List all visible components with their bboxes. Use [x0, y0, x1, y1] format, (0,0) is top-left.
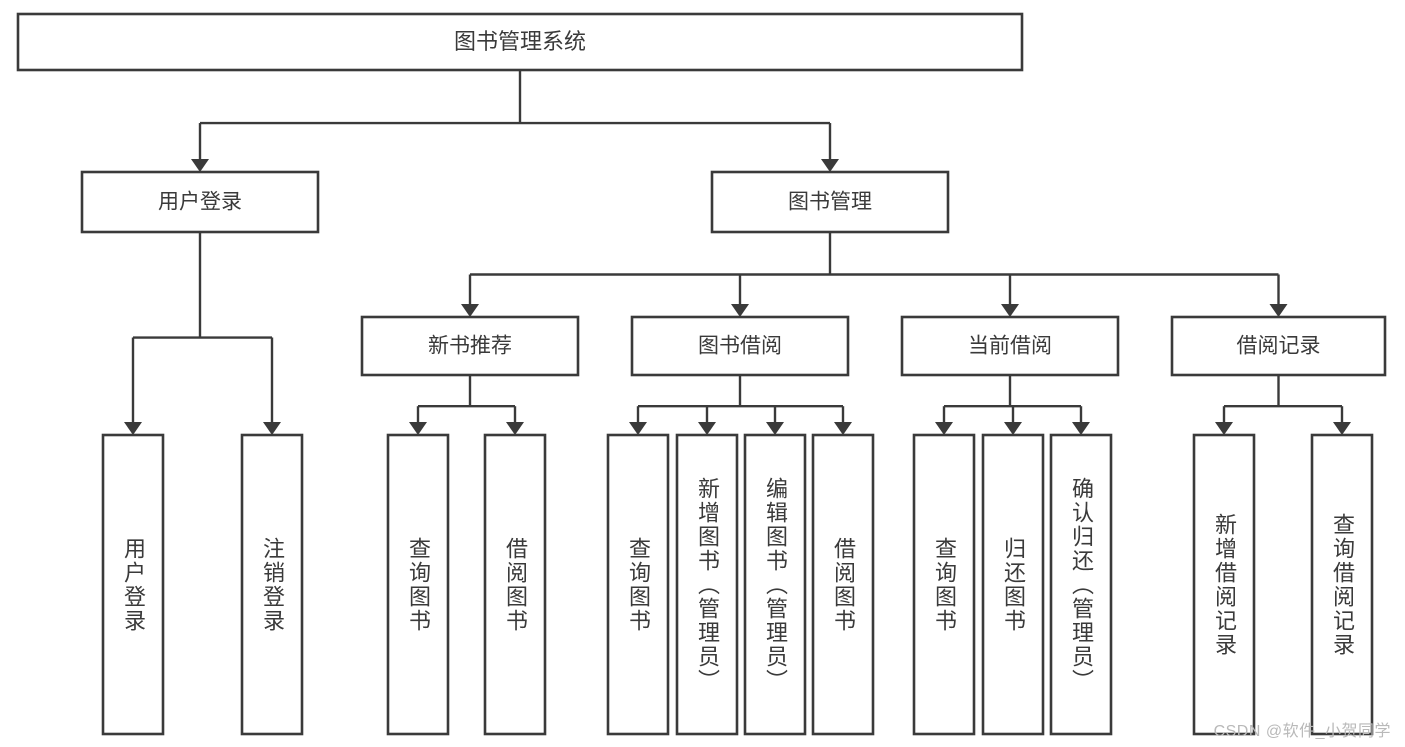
arrow-head-icon [731, 304, 749, 317]
arrow-head-icon [935, 422, 953, 435]
node-leaf-edit-book [743, 433, 807, 736]
node-borrow-record [1170, 315, 1387, 377]
node-root [16, 12, 1024, 72]
csdn-watermark: CSDN @软件_小贺同学 [1213, 723, 1391, 740]
node-leaf-user-login [101, 433, 165, 736]
node-user-login [80, 170, 320, 234]
node-book-manage [710, 170, 950, 234]
node-book-manage-label: 图书管理 [788, 191, 872, 214]
node-book-borrow-label: 图书借阅 [698, 335, 782, 358]
arrow-head-icon [766, 422, 784, 435]
arrow-head-icon [1072, 422, 1090, 435]
arrow-head-icon [1333, 422, 1351, 435]
arrow-head-icon [1001, 304, 1019, 317]
node-new-book-rec-label: 新书推荐 [428, 335, 512, 358]
arrow-head-icon [821, 159, 839, 172]
node-leaf-query-book-rec [386, 433, 450, 736]
arrow-head-icon [263, 422, 281, 435]
arrow-head-icon [629, 422, 647, 435]
node-leaf-confirm-return [1049, 433, 1113, 736]
arrow-head-icon [834, 422, 852, 435]
node-borrow-record-label: 借阅记录 [1237, 335, 1321, 358]
node-new-book-rec [360, 315, 580, 377]
arrow-head-icon [1269, 304, 1288, 317]
node-leaf-query-book-b [606, 433, 670, 736]
node-leaf-query-book-c [912, 433, 976, 736]
arrow-head-icon [698, 422, 716, 435]
arrow-head-icon [506, 422, 524, 435]
connector-layer [124, 70, 1351, 435]
node-current-borrow [900, 315, 1120, 377]
node-user-login-label: 用户登录 [158, 191, 242, 214]
arrow-head-icon [409, 422, 427, 435]
node-box-layer [16, 12, 1387, 736]
arrow-head-icon [124, 422, 142, 435]
arrow-head-icon [1004, 422, 1022, 435]
node-leaf-borrow-book-b [811, 433, 875, 736]
node-root-label: 图书管理系统 [454, 29, 586, 54]
node-leaf-query-record [1310, 433, 1374, 736]
arrow-head-icon [1215, 422, 1233, 435]
node-leaf-return-book [981, 433, 1045, 736]
node-leaf-borrow-book-rec [483, 433, 547, 736]
arrow-head-icon [191, 159, 209, 172]
node-leaf-user-logout [240, 433, 304, 736]
node-leaf-add-record [1192, 433, 1256, 736]
node-book-borrow [630, 315, 850, 377]
node-current-borrow-label: 当前借阅 [968, 335, 1052, 358]
node-leaf-add-book [675, 433, 739, 736]
arrow-head-icon [461, 304, 479, 317]
